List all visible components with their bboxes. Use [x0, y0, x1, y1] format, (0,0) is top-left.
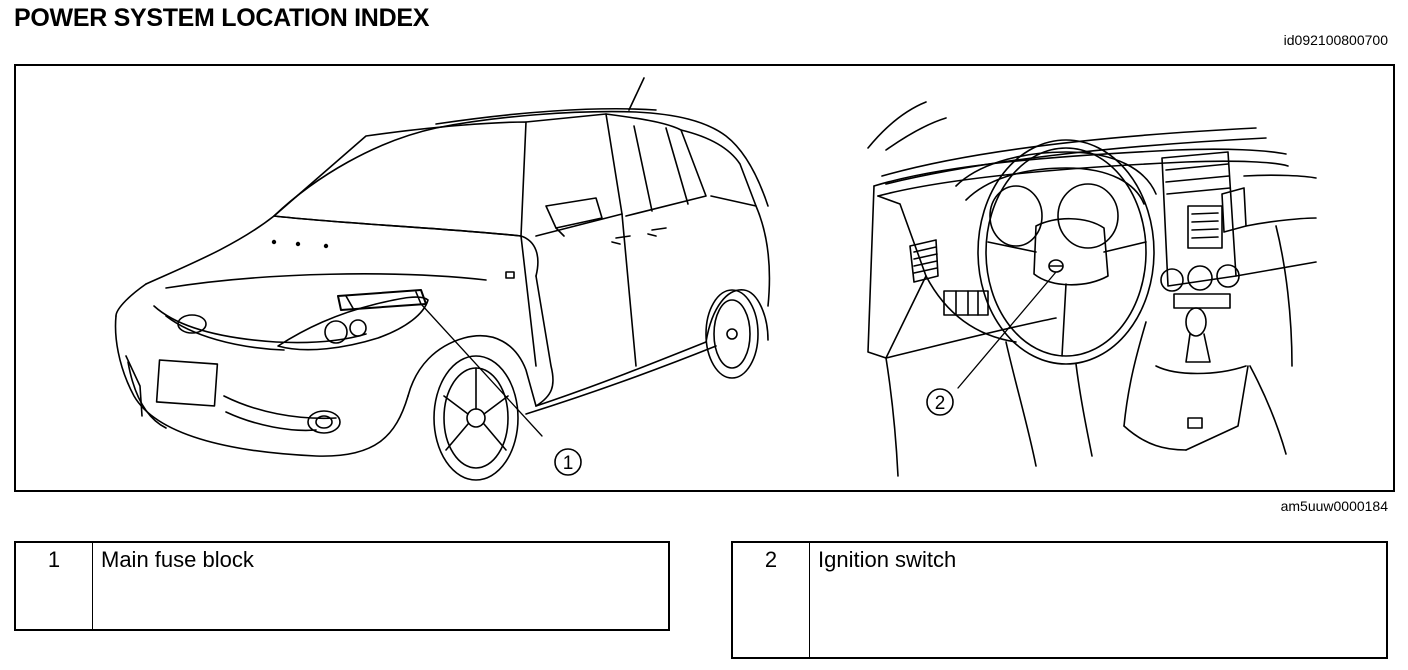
- callout-2-label: 2: [935, 393, 946, 414]
- dashboard-illustration: [867, 101, 1317, 477]
- figure-id: am5uuw0000184: [1280, 498, 1388, 514]
- document-id: id092100800700: [1283, 32, 1388, 48]
- legend-row: 2 Ignition switch: [731, 541, 1388, 659]
- callout-2-marker: 2: [926, 388, 954, 416]
- legend-description: Ignition switch: [809, 541, 1388, 659]
- legend-row: 1 Main fuse block: [14, 541, 670, 631]
- legend-table-2: 2 Ignition switch: [731, 541, 1388, 659]
- callout-1-label: 1: [563, 453, 574, 474]
- page-title: POWER SYSTEM LOCATION INDEX: [14, 4, 430, 32]
- location-figure: 1: [14, 64, 1395, 492]
- legend-number: 2: [731, 541, 810, 659]
- legend-table-1: 1 Main fuse block: [14, 541, 670, 631]
- minivan-illustration: [114, 77, 771, 481]
- legend-description: Main fuse block: [92, 541, 670, 631]
- legend-number: 1: [14, 541, 93, 631]
- callout-1-marker: 1: [554, 448, 582, 476]
- figure-drawing: 1: [114, 77, 1317, 481]
